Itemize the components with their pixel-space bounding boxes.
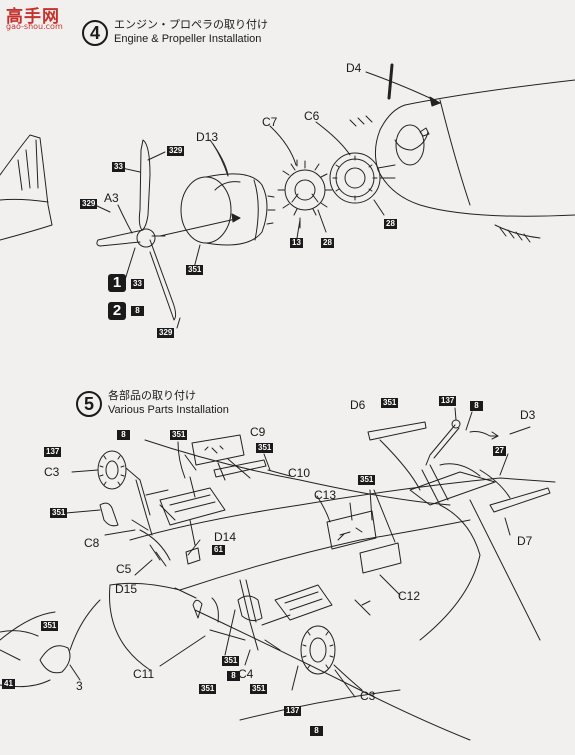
part-d15 — [192, 599, 203, 619]
code-137-left: 137 — [44, 447, 62, 457]
d14-leader-2 — [187, 539, 201, 556]
panel-c12 — [359, 542, 402, 574]
panel-c13 — [326, 502, 377, 550]
label-c6: C6 — [304, 109, 320, 123]
crankcase-c6 — [329, 152, 396, 204]
code-351-c4b: 351 — [250, 684, 268, 694]
label-3: 3 — [76, 679, 83, 693]
label-c8: C8 — [84, 536, 100, 550]
code-351-edge: 351 — [41, 621, 59, 631]
label-d14: D14 — [214, 530, 237, 544]
left-edge-parts — [0, 630, 39, 661]
code-13: 13 — [290, 238, 303, 248]
fuselage-underside — [0, 439, 556, 741]
code-137-bottom: 137 — [284, 706, 302, 716]
wheel-left-c3 — [97, 450, 141, 490]
small-detail — [354, 599, 371, 616]
d15-door — [211, 597, 219, 623]
d4-leader — [365, 71, 441, 104]
code-28-right: 28 — [384, 219, 397, 229]
label-c12: C12 — [398, 589, 421, 603]
mix-glyph-2: 2 — [108, 302, 126, 320]
fuselage-nose — [349, 79, 575, 243]
left-gear-strut — [99, 479, 176, 567]
part-d6 — [367, 421, 427, 441]
tail-fragment — [0, 134, 53, 241]
code-8-mix: 8 — [131, 306, 144, 316]
panel-c9 — [189, 434, 251, 498]
code-8-c4: 8 — [227, 671, 240, 681]
d14-leader — [189, 519, 196, 546]
panel-c10 — [213, 459, 267, 478]
mix-glyph-1: 1 — [108, 274, 126, 292]
code-351-top: 351 — [170, 430, 188, 440]
c10-leader — [267, 469, 291, 477]
watermark-name: 高手网 — [6, 7, 60, 27]
c12-leader — [379, 574, 401, 596]
label-c5: C5 — [116, 562, 132, 576]
code-351: 351 — [186, 265, 204, 275]
code-351-left: 351 — [50, 508, 68, 518]
step5-title-ja: 各部品の取り付け — [108, 390, 196, 402]
code-351-c9: 351 — [256, 443, 274, 453]
watermark-url: gao-shou.com — [6, 22, 63, 31]
tail-section — [409, 463, 551, 536]
watermark-logo: 高手网 gao-shou.com — [4, 2, 70, 34]
code-41-edge: 41 — [2, 679, 15, 689]
code-351-cl: 351 — [222, 656, 240, 666]
label-a3: A3 — [104, 191, 119, 205]
label-d3: D3 — [520, 408, 536, 422]
label-c7: C7 — [262, 115, 278, 129]
part-3 — [39, 645, 81, 681]
step4-leaders — [94, 121, 385, 329]
step4-title-en: Engine & Propeller Installation — [114, 33, 262, 45]
antenna-parts — [425, 419, 499, 466]
engine-c7 — [277, 159, 333, 229]
cowling-d13 — [180, 139, 276, 246]
code-61: 61 — [212, 545, 225, 555]
label-c4: C4 — [238, 667, 254, 681]
code-137-top: 137 — [439, 396, 457, 406]
label-c10: C10 — [288, 466, 311, 480]
code-351-c13: 351 — [358, 475, 376, 485]
part-d14 — [185, 547, 201, 565]
code-33-mix: 33 — [131, 279, 144, 289]
code-329-bottom: 329 — [157, 328, 175, 338]
label-c11: C11 — [133, 667, 155, 681]
code-8-left: 8 — [117, 430, 130, 440]
wheel-right-c3 — [291, 625, 363, 691]
code-8-top: 8 — [470, 401, 483, 411]
d6-leader — [379, 439, 421, 491]
step4-title-ja: エンジン・プロペラの取り付け — [114, 19, 268, 31]
code-329-left: 329 — [80, 199, 98, 209]
label-d4: D4 — [346, 61, 362, 75]
label-c3-bottom: C3 — [360, 689, 376, 703]
label-c13: C13 — [314, 488, 337, 502]
d4-arrow — [429, 96, 441, 107]
gear-bay-right — [274, 584, 333, 621]
label-c9: C9 — [250, 425, 266, 439]
code-27: 27 — [493, 446, 506, 456]
step5-leaders — [65, 407, 531, 698]
code-28-lower: 28 — [321, 238, 334, 248]
label-d13: D13 — [196, 130, 219, 144]
propeller-a3 — [96, 139, 241, 321]
code-351-c4a: 351 — [199, 684, 217, 694]
label-d6: D6 — [350, 398, 366, 412]
code-351-d6: 351 — [381, 398, 399, 408]
code-8-bottom: 8 — [310, 726, 323, 736]
code-329-top: 329 — [167, 146, 185, 156]
label-c3-top: C3 — [44, 465, 60, 479]
code-33-top: 33 — [112, 162, 125, 172]
label-d15: D15 — [115, 582, 138, 596]
step5-title-en: Various Parts Installation — [108, 404, 229, 416]
label-d7: D7 — [517, 534, 533, 548]
right-gear-strut — [209, 579, 291, 656]
step4-number: 4 — [82, 20, 108, 46]
step5-number: 5 — [76, 391, 102, 417]
